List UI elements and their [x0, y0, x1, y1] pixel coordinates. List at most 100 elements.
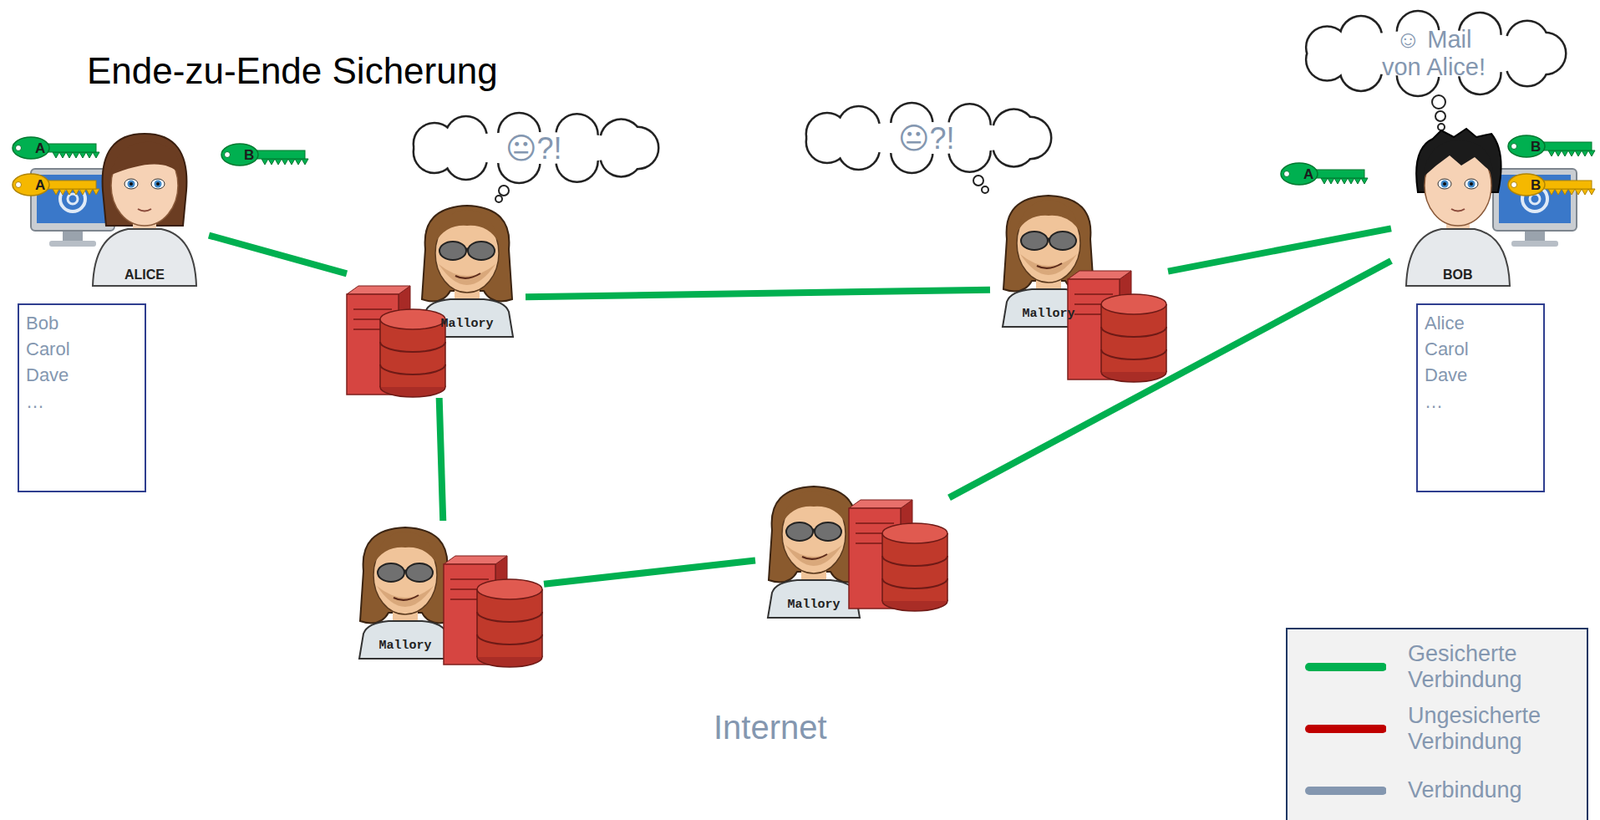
legend-box: Gesicherte VerbindungUngesicherte Verbin…: [1285, 627, 1589, 820]
database-band: [380, 341, 446, 352]
mallory-name: Mallory: [441, 316, 494, 332]
database-side: [881, 533, 884, 601]
shirt: [1406, 228, 1510, 286]
internet-cloud-fill: [796, 173, 1042, 419]
mallory-fringe: [782, 490, 846, 524]
server-icon: [848, 499, 948, 611]
key-teeth: [261, 158, 309, 165]
pupil: [156, 182, 160, 186]
mallory-server: Mallory: [755, 479, 950, 620]
database-band: [882, 578, 948, 589]
mallory-server-shape: [346, 520, 544, 670]
mallory-mouth: [1036, 263, 1062, 269]
thought-bubble: [414, 113, 658, 203]
secure-connection: [439, 397, 444, 521]
sunglasses-bridge: [812, 528, 815, 532]
legend-swatch-line: [1309, 724, 1383, 733]
thought-tail: [495, 195, 503, 203]
thought-text: 😐?!: [898, 120, 955, 157]
eye: [1464, 178, 1479, 189]
server-icon: [1067, 270, 1167, 382]
shirt-name: ALICE: [124, 266, 165, 283]
iris: [1441, 180, 1449, 188]
secure-connection: [949, 260, 1392, 498]
server-slot: [1074, 293, 1113, 295]
iris: [154, 180, 163, 188]
mallory-server-shape: [990, 188, 1169, 388]
mallory-stubble: [376, 585, 434, 607]
internet-cloud-fill: [1127, 300, 1383, 556]
person-figure: [30, 133, 197, 286]
mallory-server: Mallory: [346, 520, 544, 670]
server-tower-top: [443, 555, 508, 564]
database-top: [477, 579, 543, 600]
mallory-server-shape: [755, 479, 950, 618]
bob-avatar: BOB: [1391, 132, 1580, 290]
pupil: [129, 182, 133, 186]
key-hole: [1284, 171, 1291, 178]
key-head: [1280, 162, 1318, 185]
internet-cloud-fill: [510, 162, 797, 449]
mallory-server: Mallory: [346, 198, 526, 398]
mallory-name: Mallory: [787, 597, 841, 613]
database-band: [882, 555, 948, 566]
key-shaft: [1539, 180, 1592, 189]
database-top: [882, 523, 948, 544]
database-side: [476, 589, 478, 657]
key-hole: [15, 182, 22, 188]
thought-text: 😐?!: [505, 130, 563, 167]
mallory-fringe: [373, 531, 437, 564]
internet-cloud-outline: [1127, 300, 1383, 556]
key-icon: [1280, 162, 1368, 185]
sunglasses-bridge: [404, 569, 407, 573]
mallory-stubble: [438, 264, 496, 285]
fringe: [109, 142, 180, 176]
sunglasses-lens: [467, 241, 495, 260]
key-head: [1508, 173, 1545, 196]
iris: [127, 180, 136, 188]
thought-tail: [981, 186, 989, 194]
key-head: [12, 137, 50, 159]
database-band: [1101, 326, 1167, 337]
legend-swatch: [1287, 784, 1387, 797]
server-tower-top: [346, 285, 411, 295]
mallory-fringe: [435, 209, 499, 243]
mail-symbol-dot: [1529, 193, 1540, 204]
internet-cloud-fill: [448, 142, 1062, 756]
key-teeth: [1548, 150, 1595, 157]
sunglasses-lens: [377, 563, 405, 582]
internet-cloud-outline: [990, 152, 1296, 459]
server-icon: [443, 555, 543, 667]
database-side: [1100, 304, 1103, 372]
alice-avatar: ALICE: [29, 132, 209, 290]
mallory-mouth: [802, 553, 828, 559]
key-shaft: [44, 143, 97, 153]
database-side: [946, 533, 949, 601]
key-icon: [221, 143, 309, 166]
monitor-screen: [1498, 174, 1571, 224]
secure-connection: [1168, 228, 1392, 271]
thought-bubble: [1306, 11, 1565, 131]
iris: [1467, 180, 1476, 188]
monitor-icon: [1493, 168, 1577, 247]
key-teeth: [52, 188, 100, 195]
key-hole: [1511, 182, 1518, 188]
mallory-figure: [359, 527, 452, 659]
legend-text: Ungesicherte Verbindung: [1407, 702, 1541, 755]
mallory-shirt: [359, 620, 452, 659]
sunglasses-lens: [814, 522, 842, 541]
thought-bubble: ☺ Mail von Alice!: [1300, 10, 1567, 97]
contact-list-frame: [1417, 304, 1545, 492]
internet-cloud: InternetMalloryMalloryMalloryMallory: [142, 129, 1396, 790]
database-band: [1101, 349, 1167, 360]
key-icon: [1508, 173, 1595, 196]
key-teeth: [52, 152, 100, 158]
mallory-stubble: [1020, 253, 1077, 275]
thought-text: ☺ Mail von Alice!: [1378, 25, 1489, 82]
mallory-server: Mallory: [990, 188, 1169, 388]
secure-connection: [525, 289, 991, 298]
bob-avatar-shape: [1391, 132, 1580, 286]
key-head: [12, 173, 50, 196]
server-tower-top: [848, 499, 913, 508]
